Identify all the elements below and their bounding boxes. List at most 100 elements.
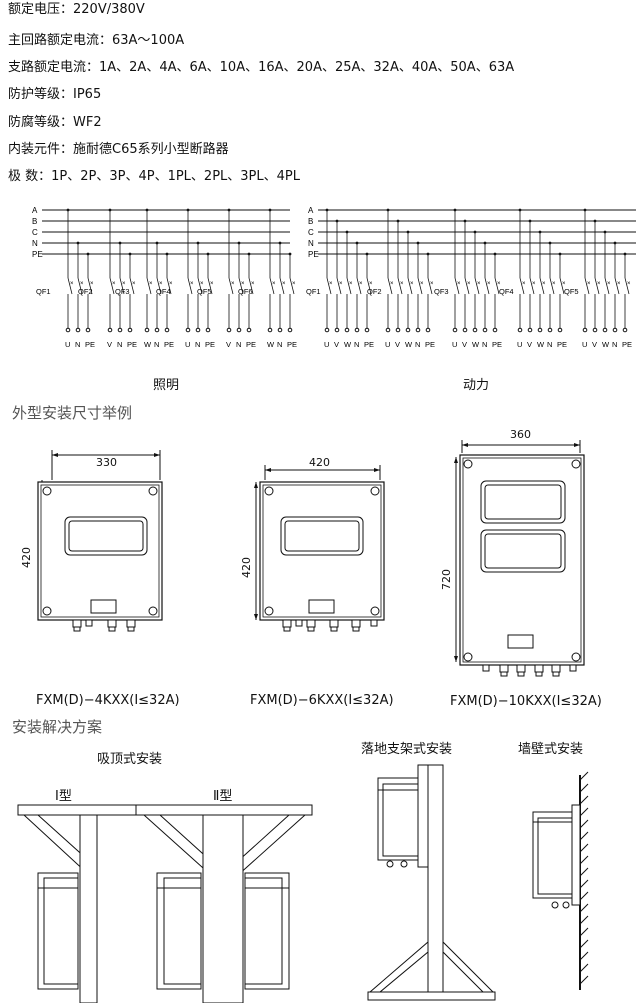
terminal-label: U	[582, 340, 587, 349]
terminal-circle	[226, 327, 232, 333]
switch-blade	[454, 277, 460, 295]
spec-branch-current: 支路额定电流：1A、2A、4A、6A、10A、16A、20A、25A、32A、4…	[8, 60, 515, 75]
breaker-label: QF3	[115, 287, 130, 296]
terminal-circle	[425, 327, 431, 333]
terminal-label: N	[75, 340, 80, 349]
switch-blade	[146, 277, 152, 295]
switch-blade	[77, 277, 83, 295]
enc3-width: 360	[510, 428, 531, 441]
power-diagram: ABCNPEQF1×U×V×W×N×PEQF2×U×V×W×N×PEQF3×U×…	[306, 206, 636, 349]
switch-blade	[549, 277, 555, 295]
switch-blade	[87, 277, 93, 295]
breaker-label: QF3	[434, 287, 449, 296]
terminal-label: V	[395, 340, 400, 349]
terminal-label: U	[324, 340, 329, 349]
terminal-label: PE	[425, 340, 435, 349]
terminal-circle	[482, 327, 488, 333]
terminal-circle	[334, 327, 340, 333]
bus-label: PE	[308, 250, 319, 259]
switch-blade	[356, 277, 362, 295]
switch-blade	[417, 277, 423, 295]
contact-mark: ×	[190, 281, 194, 287]
terminal-label: N	[482, 340, 487, 349]
terminal-label: V	[592, 340, 597, 349]
bus-label: N	[32, 239, 38, 248]
switch-blade	[238, 277, 244, 295]
switch-blade	[624, 277, 630, 295]
contact-mark: ×	[349, 281, 353, 287]
contact-mark: ×	[410, 281, 414, 287]
breaker-label: QF2	[78, 287, 93, 296]
enc3-model: FXM(D)−10KXX(I≤32A)	[450, 694, 602, 709]
terminal-circle	[462, 327, 468, 333]
switch-blade	[366, 277, 372, 295]
spec-rated-voltage: 额定电压：220V/380V	[8, 2, 145, 17]
contact-mark: ×	[282, 281, 286, 287]
breaker-label: QF4	[499, 287, 514, 296]
switch-blade	[228, 277, 234, 295]
terminal-label: N	[354, 340, 359, 349]
terminal-circle	[287, 327, 293, 333]
terminal-circle	[517, 327, 523, 333]
terminal-label: W	[537, 340, 545, 349]
terminal-circle	[405, 327, 411, 333]
contact-mark: ×	[467, 281, 471, 287]
terminal-label: W	[344, 340, 352, 349]
enc1-height: 420	[20, 547, 33, 568]
terminal-label: PE	[246, 340, 256, 349]
contact-mark: ×	[169, 281, 173, 287]
switch-blade	[594, 277, 600, 295]
terminal-circle	[144, 327, 150, 333]
terminal-circle	[557, 327, 563, 333]
terminal-circle	[246, 327, 252, 333]
enc2-height: 420	[240, 557, 253, 578]
contact-mark: ×	[627, 281, 631, 287]
switch-blade	[529, 277, 535, 295]
type2-label: Ⅱ型	[213, 789, 233, 804]
breaker-label: QF2	[367, 287, 382, 296]
switch-blade	[67, 277, 73, 295]
type1-label: Ⅰ型	[55, 789, 72, 804]
contact-mark: ×	[617, 281, 621, 287]
contact-mark: ×	[132, 281, 136, 287]
switch-blade	[604, 277, 610, 295]
spec-anticorrosion: 防腐等级：WF2	[8, 115, 102, 130]
terminal-label: N	[236, 340, 241, 349]
contact-mark: ×	[149, 281, 153, 287]
terminal-label: U	[185, 340, 190, 349]
contact-mark: ×	[210, 281, 214, 287]
switch-blade	[397, 277, 403, 295]
type2-ceiling-mount	[135, 804, 313, 1003]
contact-mark: ×	[457, 281, 461, 287]
terminal-label: V	[462, 340, 467, 349]
lighting-caption: 照明	[153, 378, 180, 393]
terminal-circle	[65, 327, 71, 333]
bus-label: A	[308, 206, 314, 215]
floor-mount-label: 落地支架式安装	[361, 742, 453, 757]
switch-blade	[166, 277, 172, 295]
switch-blade	[207, 277, 213, 295]
contact-mark: ×	[430, 281, 434, 287]
contact-mark: ×	[607, 281, 611, 287]
dimensions-title: 外型安装尺寸举例	[12, 404, 133, 422]
ceiling-mount-label: 吸顶式安装	[97, 752, 163, 767]
terminal-circle	[236, 327, 242, 333]
terminal-circle	[472, 327, 478, 333]
enclosure-6k	[254, 465, 385, 632]
enc1-model: FXM(D)−4KXX(I≤32A)	[36, 693, 180, 708]
breaker-label: QF1	[36, 287, 51, 296]
switch-blade	[197, 277, 203, 295]
wiring-diagram: ABCNPEQF1×U×N×PEQF2×V×N×PEQF3×W×N×PEQF4×…	[32, 206, 636, 349]
terminal-circle	[267, 327, 273, 333]
breaker-label: QF6	[238, 287, 253, 296]
terminal-circle	[547, 327, 553, 333]
terminal-circle	[537, 327, 543, 333]
terminal-circle	[354, 327, 360, 333]
terminal-circle	[415, 327, 421, 333]
wall-mount-label: 墙壁式安装	[518, 742, 584, 757]
switch-blade	[427, 277, 433, 295]
terminal-circle	[107, 327, 113, 333]
terminal-label: V	[527, 340, 532, 349]
switch-blade	[248, 277, 254, 295]
terminal-circle	[527, 327, 533, 333]
